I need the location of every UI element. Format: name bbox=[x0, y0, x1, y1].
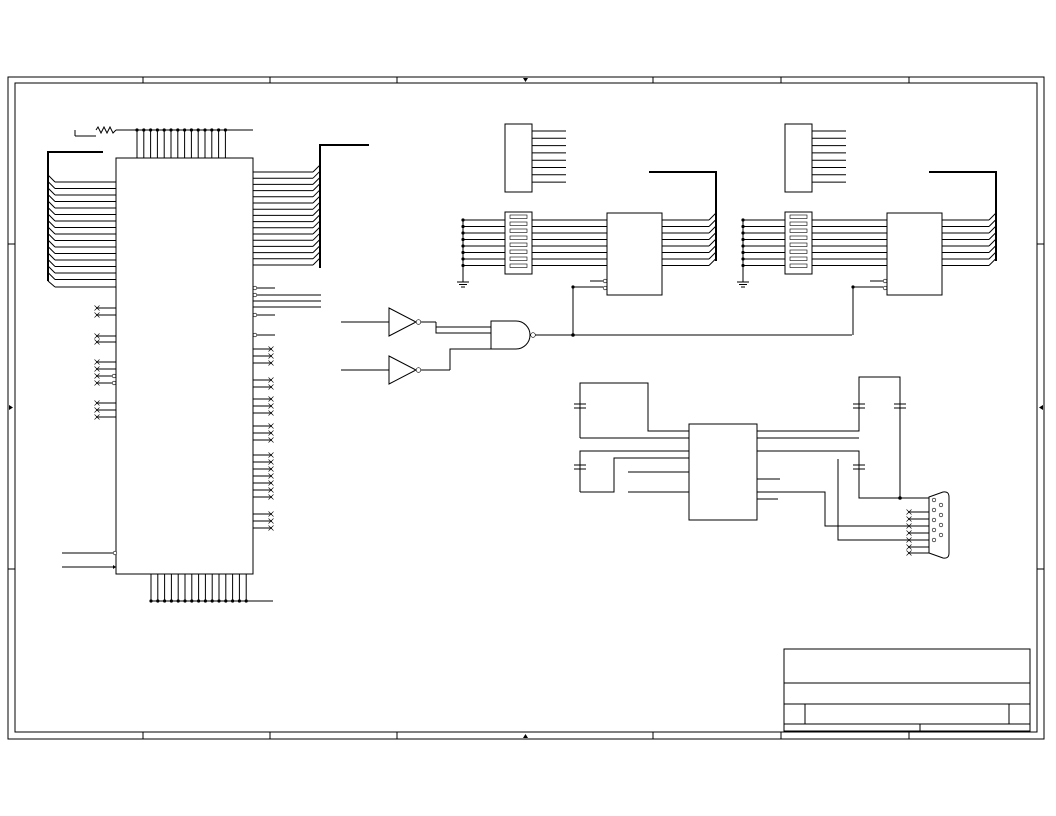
zone-tick-marks bbox=[8, 77, 1044, 739]
top-pin-group bbox=[74, 125, 253, 158]
header-connector bbox=[784, 123, 813, 193]
nand-gate-icon bbox=[490, 320, 531, 350]
capacitor-icon bbox=[853, 403, 865, 409]
capacitor-icon bbox=[853, 464, 865, 470]
gate-logic bbox=[341, 307, 852, 385]
capacitor-icon bbox=[574, 464, 586, 470]
ground-symbol-icon bbox=[737, 276, 749, 288]
left-data-bus bbox=[47, 151, 116, 288]
title-block bbox=[783, 648, 1031, 732]
center-mark-left bbox=[9, 405, 13, 410]
transceiver-ic bbox=[688, 423, 758, 521]
sheet-border bbox=[7, 76, 1045, 740]
left-no-connect-stubs bbox=[94, 305, 117, 420]
right-control-signals bbox=[252, 285, 321, 531]
microcontroller-body bbox=[115, 157, 254, 575]
capacitor-icon bbox=[574, 403, 586, 409]
bottom-pin-group bbox=[149, 574, 273, 603]
serial-transceiver-section bbox=[574, 376, 950, 559]
latch-channel-a bbox=[457, 123, 717, 335]
latch-ic bbox=[606, 212, 663, 296]
latch-channel-b bbox=[737, 123, 997, 335]
center-mark-bottom bbox=[523, 734, 528, 738]
right-address-bus bbox=[253, 144, 369, 268]
bottom-left-inputs bbox=[62, 550, 118, 569]
ground-symbol-icon bbox=[457, 276, 469, 288]
microcontroller-ic bbox=[115, 157, 254, 575]
db9-pins bbox=[906, 497, 944, 556]
center-mark-right bbox=[1039, 405, 1043, 410]
capacitor-icon bbox=[894, 403, 906, 409]
latch-ic bbox=[886, 212, 943, 296]
resistor-icon bbox=[95, 125, 117, 135]
center-mark-top bbox=[523, 78, 528, 82]
inverter-gate-icon bbox=[388, 307, 418, 337]
inverter-gate-icon bbox=[388, 355, 418, 385]
header-connector bbox=[504, 123, 533, 193]
